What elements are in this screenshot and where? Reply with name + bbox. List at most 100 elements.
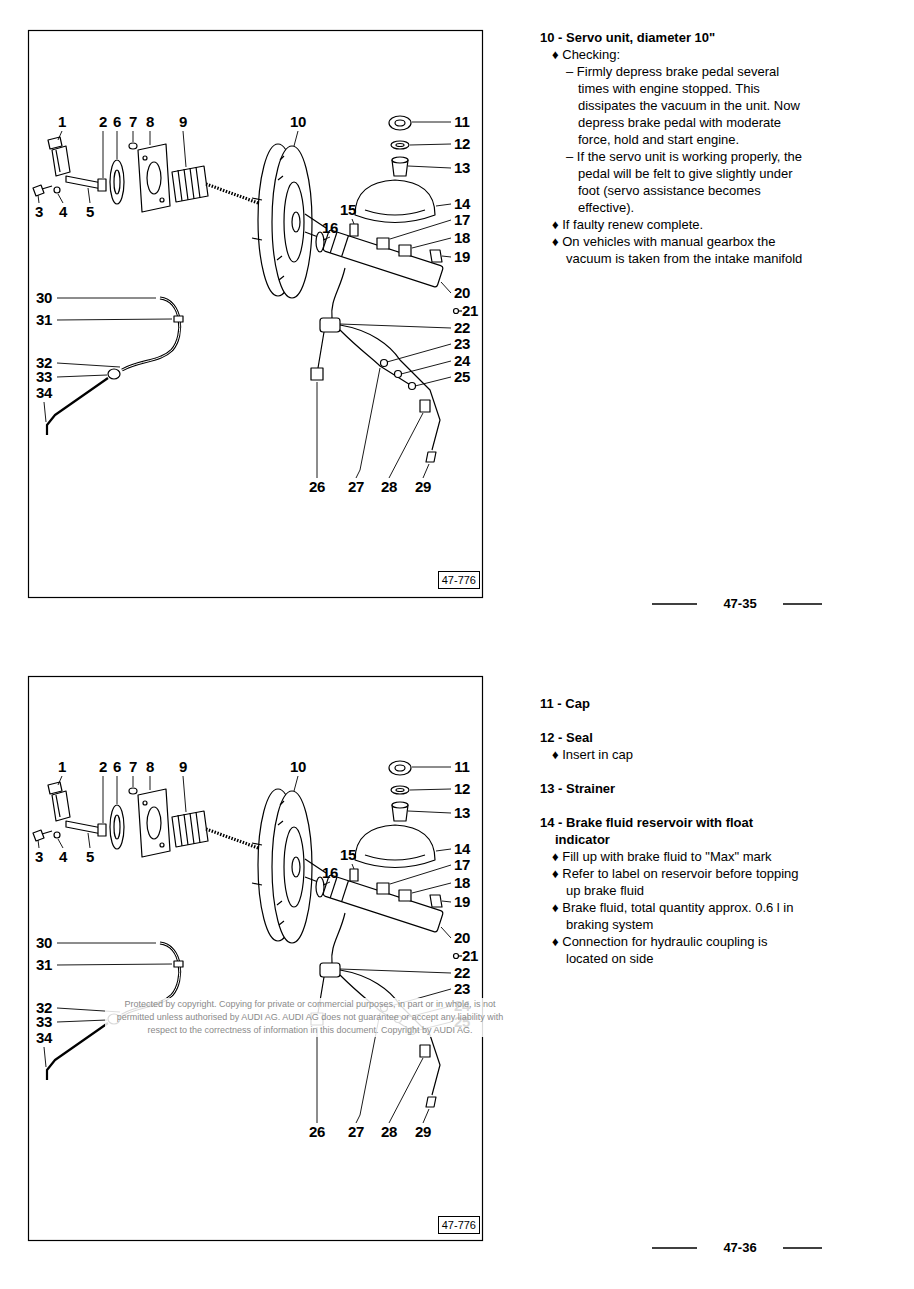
figure-number: 47-776 xyxy=(442,573,476,587)
callout-number: 28 xyxy=(381,479,397,495)
callout-number: 27 xyxy=(348,1124,364,1140)
callout-number: 19 xyxy=(454,249,470,265)
callout-number: 13 xyxy=(454,805,470,821)
callout-number: 12 xyxy=(454,136,470,152)
item-note: ♦ Insert in cap xyxy=(540,746,805,763)
callout-number: 9 xyxy=(179,759,187,775)
item-note: – Firmly depress brake pedal several tim… xyxy=(540,63,805,148)
callout-number: 10 xyxy=(290,759,306,775)
callout-number: 21 xyxy=(462,303,478,319)
callout-number: 30 xyxy=(36,290,52,306)
callout-number: 6 xyxy=(113,114,121,130)
callout-number: 26 xyxy=(309,1124,325,1140)
text-column: 11 - Cap 12 - Seal♦ Insert in cap 13 - Str… xyxy=(540,695,805,967)
text-column: 10 - Servo unit, diameter 10"♦ Checking:… xyxy=(540,29,805,267)
callout-number: 3 xyxy=(35,204,43,220)
figure-number-box: 47-776 xyxy=(438,1216,480,1234)
callout-number: 1 xyxy=(58,114,66,130)
page-number: 47-35 xyxy=(723,596,756,612)
callout-number: 4 xyxy=(59,849,67,865)
callout-number: 8 xyxy=(146,114,154,130)
callout-number: 31 xyxy=(36,312,52,328)
callout-number: 28 xyxy=(381,1124,397,1140)
callout-number: 20 xyxy=(454,930,470,946)
page-rules xyxy=(652,604,822,1248)
item-note: ♦ If faulty renew complete. xyxy=(540,216,805,233)
callout-number: 11 xyxy=(454,759,469,775)
item-heading: 10 - Servo unit, diameter 10" xyxy=(540,29,805,46)
item-note: ♦ Connection for hydraulic coupling is l… xyxy=(540,933,805,967)
callout-number: 9 xyxy=(179,114,187,130)
drawing-part xyxy=(783,603,822,605)
callout-number: 30 xyxy=(36,935,52,951)
callout-number: 27 xyxy=(348,479,364,495)
callout-number: 23 xyxy=(454,336,470,352)
callout-number: 24 xyxy=(454,353,470,369)
callout-number: 13 xyxy=(454,160,470,176)
callout-number: 20 xyxy=(454,285,470,301)
drawing-part xyxy=(783,1247,822,1249)
callout-number: 22 xyxy=(454,320,470,336)
callout-number: 5 xyxy=(86,849,94,865)
callout-number: 17 xyxy=(454,212,470,228)
drawing-part xyxy=(652,603,697,605)
item-heading: 13 - Strainer xyxy=(540,780,805,797)
item-heading: 14 - Brake fluid reservoir with float in… xyxy=(540,814,805,848)
item-note: ♦ Fill up with brake fluid to "Max" mark xyxy=(540,848,805,865)
item-note: ♦ Brake fluid, total quantity approx. 0.… xyxy=(540,899,805,933)
callout-number: 14 xyxy=(454,841,470,857)
drawing-part xyxy=(652,1247,697,1249)
item-note: ♦ Checking: xyxy=(540,46,805,63)
callout-number: 7 xyxy=(129,114,137,130)
callout-number: 5 xyxy=(86,204,94,220)
callout-number: 1 xyxy=(58,759,66,775)
item-note: ♦ On vehicles with manual gearbox the va… xyxy=(540,233,805,267)
item-heading: 12 - Seal xyxy=(540,729,805,746)
figure-frame xyxy=(29,31,483,598)
callout-number: 25 xyxy=(454,369,470,385)
callout-number: 17 xyxy=(454,857,470,873)
callout-number: 11 xyxy=(454,114,469,130)
callout-number: 26 xyxy=(309,479,325,495)
callout-number: 6 xyxy=(113,759,121,775)
callout-number: 2 xyxy=(99,759,107,775)
figure-number-box: 47-776 xyxy=(438,571,480,589)
callout-number: 29 xyxy=(415,1124,431,1140)
callout-number: 33 xyxy=(36,1014,52,1030)
callout-number: 29 xyxy=(415,479,431,495)
callout-number: 18 xyxy=(454,875,470,891)
callout-number: 7 xyxy=(129,759,137,775)
copyright-watermark: Protected by copyright. Copying for priv… xyxy=(105,998,515,1037)
callout-number: 31 xyxy=(36,957,52,973)
callout-number: 16 xyxy=(322,220,338,236)
callout-number: 19 xyxy=(454,894,470,910)
callout-number: 34 xyxy=(36,385,52,401)
item-heading: 11 - Cap xyxy=(540,695,805,712)
callout-number: 2 xyxy=(99,114,107,130)
item-note: – If the servo unit is working properly,… xyxy=(540,148,805,216)
callout-number: 16 xyxy=(322,865,338,881)
callout-number: 8 xyxy=(146,759,154,775)
figure-frame xyxy=(29,677,483,1241)
callout-number: 15 xyxy=(340,202,356,218)
page-number: 47-36 xyxy=(723,1240,756,1256)
callout-number: 15 xyxy=(340,847,356,863)
figure-number: 47-776 xyxy=(442,1218,476,1232)
callout-number: 4 xyxy=(59,204,67,220)
callout-number: 22 xyxy=(454,965,470,981)
callout-number: 3 xyxy=(35,849,43,865)
callout-number: 23 xyxy=(454,981,470,997)
exploded-view xyxy=(33,116,462,478)
callout-number: 12 xyxy=(454,781,470,797)
callout-number: 34 xyxy=(36,1030,52,1046)
callout-number: 18 xyxy=(454,230,470,246)
item-note: ♦ Refer to label on reservoir before top… xyxy=(540,865,805,899)
callout-number: 10 xyxy=(290,114,306,130)
callout-number: 14 xyxy=(454,196,470,212)
callout-number: 33 xyxy=(36,369,52,385)
callout-number: 21 xyxy=(462,948,478,964)
exploded-view xyxy=(33,761,462,1123)
